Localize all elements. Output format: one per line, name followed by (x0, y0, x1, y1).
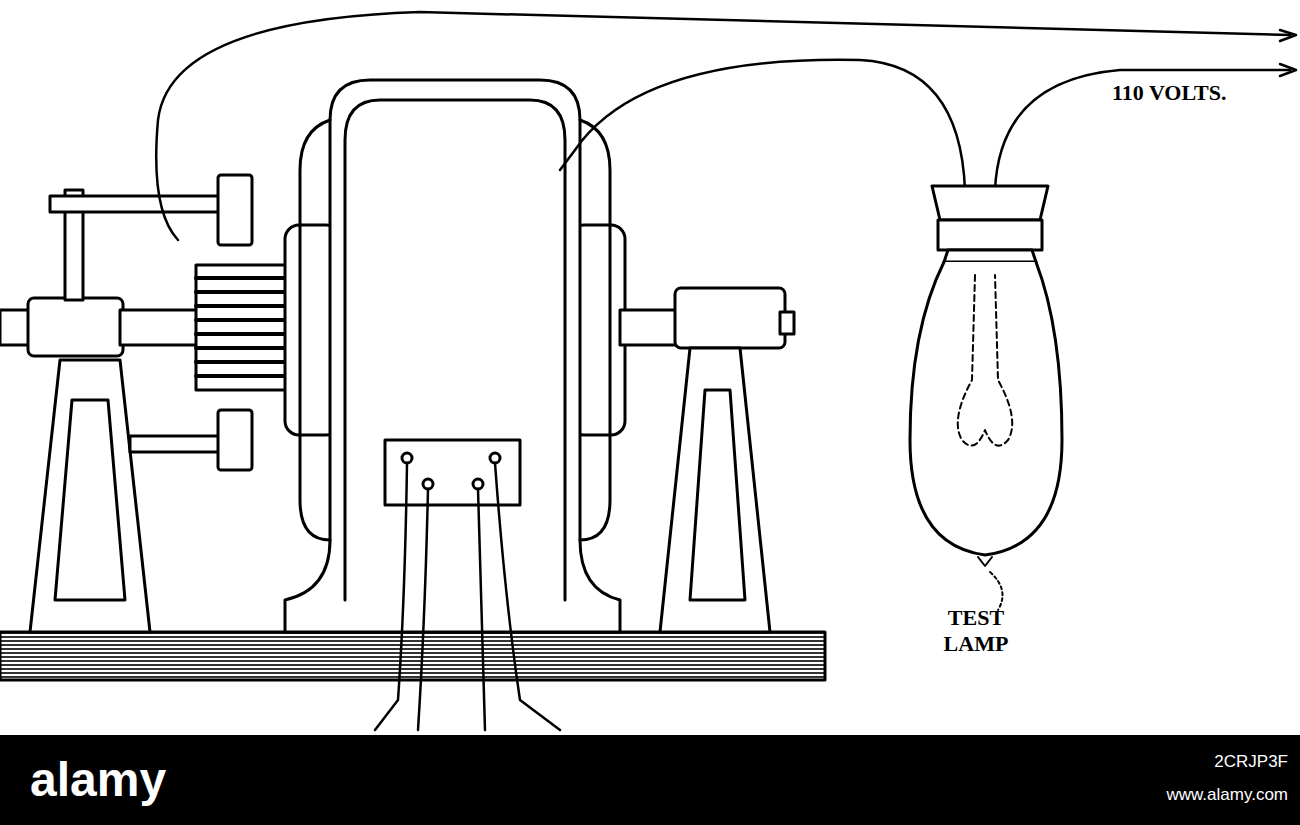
lamp-label: TEST LAMP (940, 605, 1012, 658)
watermark-url: www.alamy.com (1166, 785, 1288, 805)
image-id: 2CRJP3F (1214, 752, 1288, 772)
watermark-logo: alamy (30, 752, 166, 807)
voltage-label: 110 VOLTS. (1112, 80, 1227, 106)
